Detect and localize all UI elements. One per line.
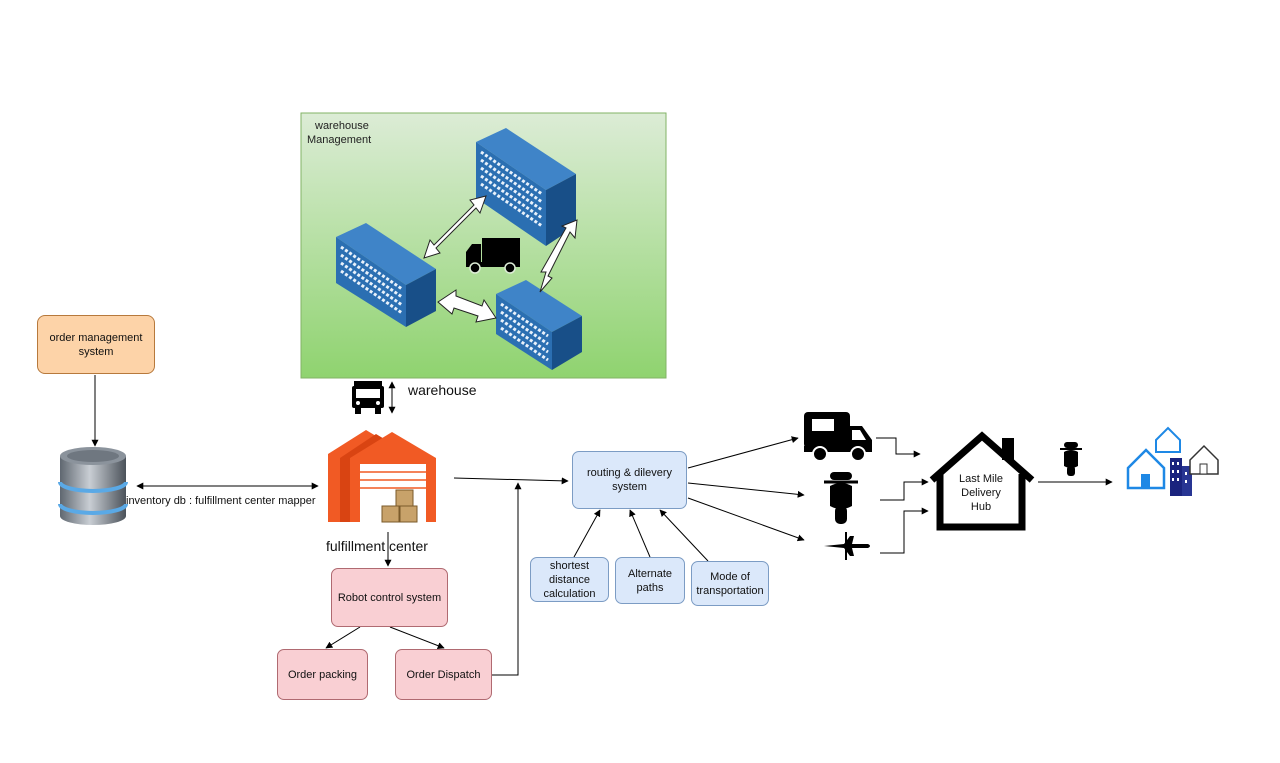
office-building-icon — [476, 128, 576, 246]
order-dispatch-node[interactable]: Order Dispatch — [395, 649, 492, 700]
order-dispatch-label: Order Dispatch — [406, 668, 481, 681]
connector-arrow — [492, 482, 522, 676]
connector-arrow — [629, 509, 651, 558]
robot-control-node[interactable]: Robot control system — [331, 568, 448, 627]
house-icon — [929, 431, 1035, 531]
order-management-label: order management system — [49, 331, 143, 358]
truck-icon — [352, 381, 384, 414]
robot-control-label: Robot control system — [337, 591, 442, 604]
order-packing-label: Order packing — [287, 668, 358, 681]
connector-arrow — [880, 478, 929, 501]
delivery-truck-icon — [804, 412, 872, 462]
last-mile-line1: Last Mile — [959, 473, 1003, 485]
database-icon — [58, 447, 128, 525]
office-building-icon — [336, 223, 436, 327]
alternate-paths-node[interactable]: Alternate paths — [615, 557, 685, 604]
truck-icon — [466, 238, 520, 274]
panel-title-line2: Management — [307, 134, 372, 146]
mode-of-transport-node[interactable]: Mode of transportation — [691, 561, 769, 606]
shortest-distance-label: shortest distance calculation — [543, 559, 596, 600]
connector-arrow — [573, 509, 601, 558]
connector-arrow — [687, 436, 799, 469]
connector-arrow — [453, 477, 569, 485]
office-building-icon — [496, 280, 582, 370]
fulfillment-center-label: fulfillment center — [326, 538, 428, 554]
city-icon — [1126, 426, 1219, 496]
connector-arrow — [389, 626, 445, 649]
airplane-icon — [824, 532, 870, 560]
connector-arrow — [876, 437, 921, 458]
connector-arrow — [325, 626, 361, 649]
connector-arrow — [687, 482, 805, 498]
routing-node[interactable]: routing & dilevery system — [572, 451, 687, 509]
last-mile-line3: Hub — [971, 501, 991, 513]
connector-arrow — [880, 507, 929, 554]
inventory-db-label: inventory db : fulfillment center mapper — [126, 495, 316, 507]
panel-title-line1: warehouse — [315, 120, 369, 132]
double-arrow-icon — [423, 195, 578, 323]
warehouse-label: warehouse — [408, 382, 477, 398]
scooter-icon — [824, 472, 858, 524]
alternate-paths-label: Alternate paths — [627, 567, 673, 594]
routing-label: routing & dilevery system — [587, 467, 672, 493]
order-management-node[interactable]: order management system — [37, 315, 155, 374]
last-mile-line2: Delivery — [961, 487, 1001, 499]
connector-arrow — [659, 509, 709, 562]
connector-arrow — [687, 497, 805, 542]
order-packing-node[interactable]: Order packing — [277, 649, 368, 700]
shortest-distance-node[interactable]: shortest distance calculation — [530, 557, 609, 602]
scooter-icon — [1060, 442, 1082, 476]
warehouse-icon — [328, 430, 436, 523]
mode-of-transport-label: Mode of transportation — [696, 570, 764, 597]
panel-title: warehouse Management — [307, 119, 371, 147]
